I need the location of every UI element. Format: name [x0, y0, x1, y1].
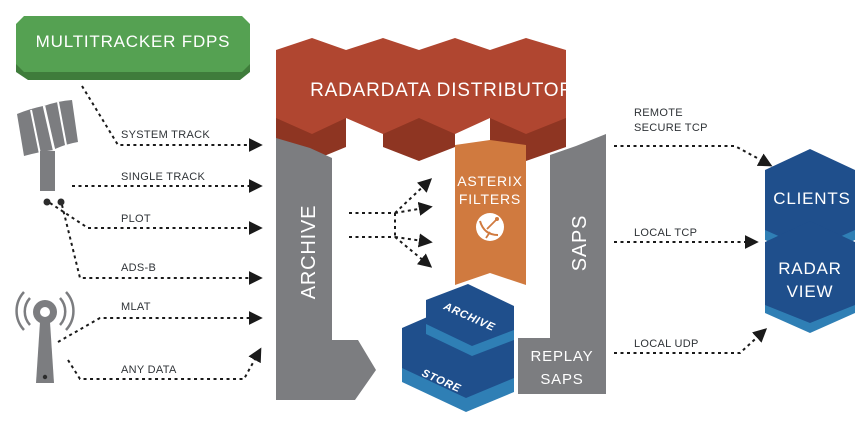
label-mlat: MLAT: [121, 301, 151, 313]
radar-view-hexagon: RADAR VIEW: [765, 221, 855, 333]
archive-store-stack: ARCHIVE STORE: [402, 284, 514, 412]
label-single-track: SINGLE TRACK: [121, 171, 205, 183]
label-adsb: ADS-B: [121, 262, 156, 274]
input-arrows: [49, 85, 263, 380]
saps-vertical-label: SAPS: [569, 215, 591, 272]
multitracker-label: MULTITRACKER FDPS: [36, 32, 231, 51]
archive-vertical-label: ARCHIVE: [298, 205, 320, 300]
radar-antenna-icon: [17, 100, 78, 206]
label-system-track: SYSTEM TRACK: [121, 129, 210, 141]
label-any-data: ANY DATA: [121, 364, 177, 376]
clients-label: CLIENTS: [773, 189, 850, 208]
asterix-line2: FILTERS: [459, 191, 521, 207]
radardata-distributor-block: RADARDATA DISTRIBUTOR: [276, 38, 574, 161]
radar-view-line1: RADAR: [778, 259, 842, 278]
filter-arrows: [349, 178, 433, 268]
mlat-sensor-icon: [15, 291, 75, 383]
radar-view-line2: VIEW: [787, 282, 834, 301]
label-remote: REMOTE: [634, 107, 683, 119]
replay-line1: REPLAY: [531, 348, 594, 365]
label-plot: PLOT: [121, 213, 151, 225]
asterix-line1: ASTERIX: [457, 173, 523, 189]
replay-line2: SAPS: [540, 371, 583, 388]
asterix-filters-box: ASTERIX FILTERS: [455, 140, 526, 285]
archive-column: ARCHIVE: [276, 138, 376, 400]
saps-column: SAPS: [550, 134, 606, 338]
distributor-label: RADARDATA DISTRIBUTOR: [310, 80, 574, 101]
label-local-tcp: LOCAL TCP: [634, 227, 697, 239]
satellite-dish-icon: [476, 213, 504, 241]
multitracker-fdps-box: MULTITRACKER FDPS: [16, 16, 250, 80]
output-arrows: [614, 145, 773, 354]
replay-saps-box: REPLAY SAPS: [518, 338, 606, 394]
label-local-udp: LOCAL UDP: [634, 338, 699, 350]
label-secure-tcp: SECURE TCP: [634, 122, 708, 134]
